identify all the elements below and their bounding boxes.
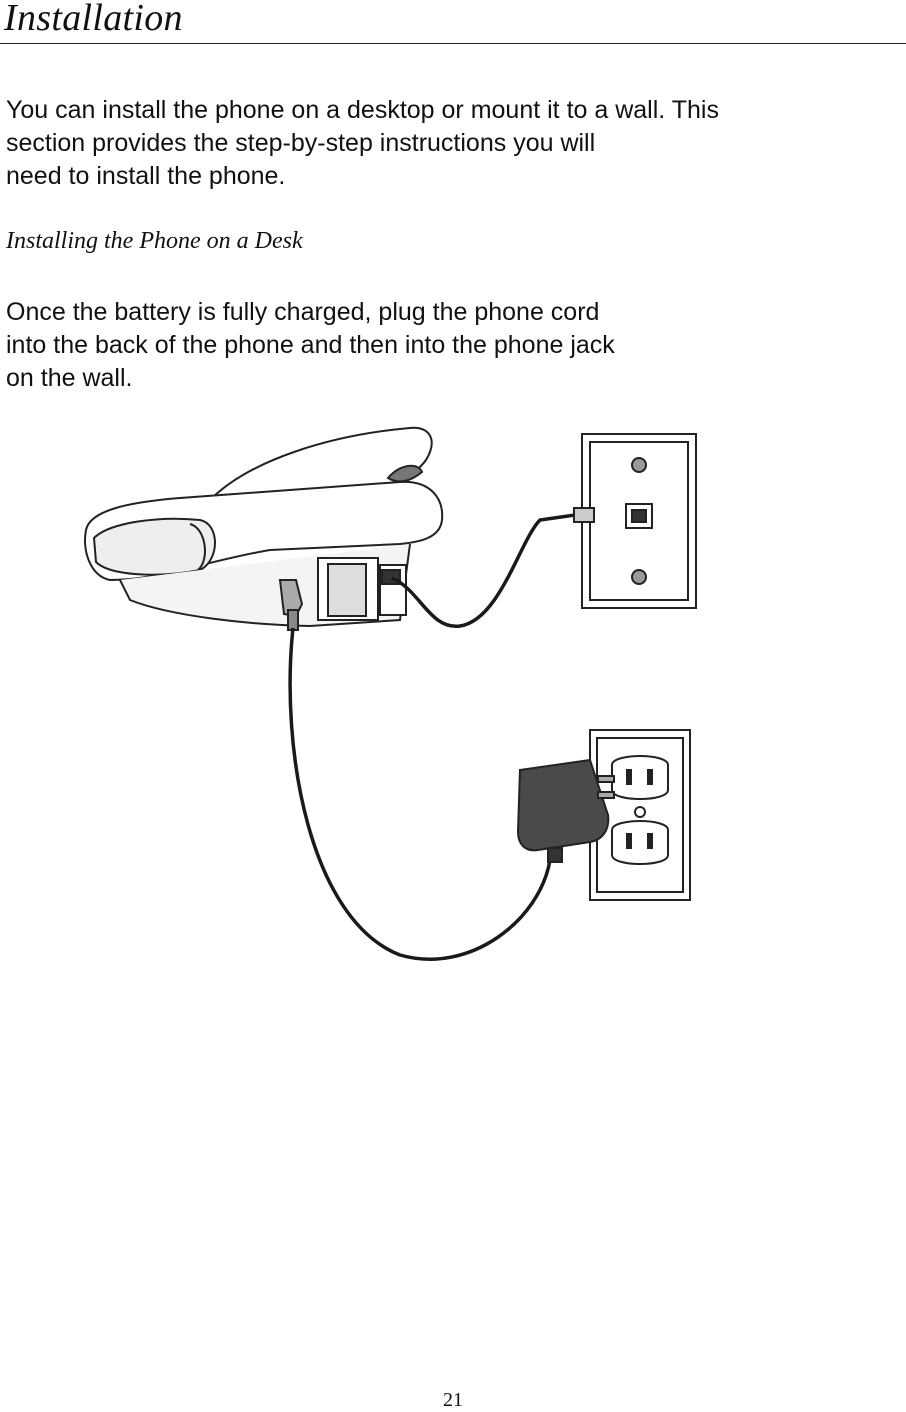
intro-paragraph: You can install the phone on a desktop o…: [6, 94, 719, 193]
phone-base-icon: [84, 426, 444, 631]
desk-install-paragraph: Once the battery is fully charged, plug …: [6, 296, 615, 395]
intro-line: need to install the phone.: [6, 162, 286, 190]
title-rule: [0, 43, 906, 44]
section-heading: Installing the Phone on a Desk: [6, 228, 303, 254]
installation-illustration: [84, 426, 697, 961]
intro-line: You can install the phone on a desktop o…: [6, 96, 719, 124]
desk-line: on the wall.: [6, 364, 133, 392]
page-title: Installation: [4, 0, 183, 39]
phone-cord: [391, 512, 583, 628]
page-number: 21: [443, 1389, 463, 1411]
desk-line: into the back of the phone and then into…: [6, 331, 615, 359]
desk-line: Once the battery is fully charged, plug …: [6, 298, 600, 326]
wall-phone-jack-icon: [573, 433, 697, 609]
intro-line: section provides the step-by-step instru…: [6, 129, 596, 157]
power-cord: [288, 627, 556, 961]
power-adapter-icon: [516, 758, 615, 863]
